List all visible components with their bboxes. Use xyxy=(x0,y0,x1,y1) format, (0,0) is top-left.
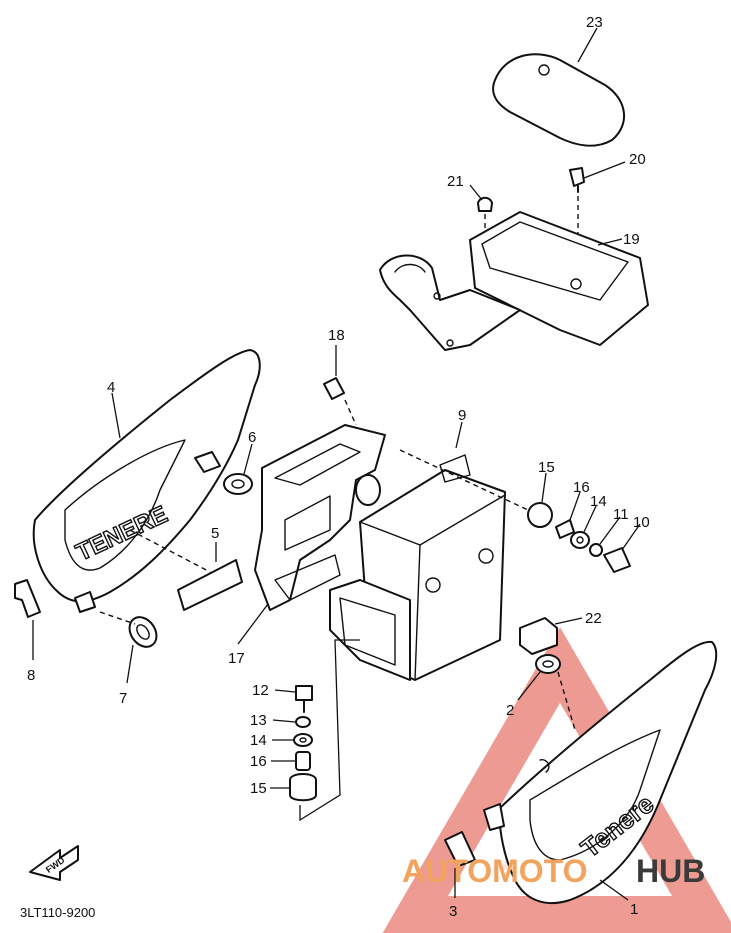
callout-5: 5 xyxy=(211,525,219,542)
callout-3: 3 xyxy=(449,903,457,920)
callout-labels: 23 20 21 19 18 4 6 9 15 16 14 11 10 5 8 … xyxy=(27,14,650,920)
callout-21: 21 xyxy=(447,173,464,190)
callout-4: 4 xyxy=(107,379,115,396)
watermark-text: AUTOMOTO HUB xyxy=(402,853,705,889)
callout-13: 13 xyxy=(250,712,267,729)
callout-18: 18 xyxy=(328,327,345,344)
callout-6: 6 xyxy=(248,429,256,446)
callout-16b: 16 xyxy=(250,753,267,770)
callout-7: 7 xyxy=(119,690,127,707)
part-9-battery-box xyxy=(329,421,529,681)
callout-8: 8 xyxy=(27,667,35,684)
svg-text:HUB: HUB xyxy=(636,853,705,889)
part-17-bracket xyxy=(237,424,386,645)
callout-9: 9 xyxy=(458,407,466,424)
part-7-grommet xyxy=(99,611,158,684)
part-18-bolt xyxy=(323,345,357,426)
callout-10: 10 xyxy=(633,514,650,531)
part-2-grommet xyxy=(517,654,561,701)
callout-16a: 16 xyxy=(573,479,590,496)
callout-20: 20 xyxy=(629,151,646,168)
callout-2: 2 xyxy=(506,702,514,719)
hardware-upper xyxy=(527,472,641,573)
callout-14b: 14 xyxy=(250,732,267,749)
part-3-clip xyxy=(444,831,476,898)
hardware-lower xyxy=(270,639,360,822)
part-5-plate xyxy=(129,529,243,611)
callout-17: 17 xyxy=(228,650,245,667)
part-22-block xyxy=(519,617,583,655)
callout-12: 12 xyxy=(252,682,269,699)
callout-19: 19 xyxy=(623,231,640,248)
callout-11: 11 xyxy=(613,506,629,523)
callout-23: 23 xyxy=(586,14,603,31)
callout-1: 1 xyxy=(630,901,638,918)
part-8-clip xyxy=(14,579,41,660)
fwd-arrow-icon: FWD xyxy=(29,845,79,881)
diagram-code: 3LT110-9200 xyxy=(20,905,95,920)
callout-22: 22 xyxy=(585,610,602,627)
part-19-tray xyxy=(379,211,649,351)
callout-14a: 14 xyxy=(590,493,607,510)
callout-15b: 15 xyxy=(250,780,267,797)
part-6-grommet xyxy=(223,443,253,495)
svg-text:AUTOMOTO: AUTOMOTO xyxy=(402,853,587,889)
callout-15a: 15 xyxy=(538,459,555,476)
part-4-left-cover: TENERE xyxy=(32,349,261,613)
part-23-pad xyxy=(492,27,626,147)
